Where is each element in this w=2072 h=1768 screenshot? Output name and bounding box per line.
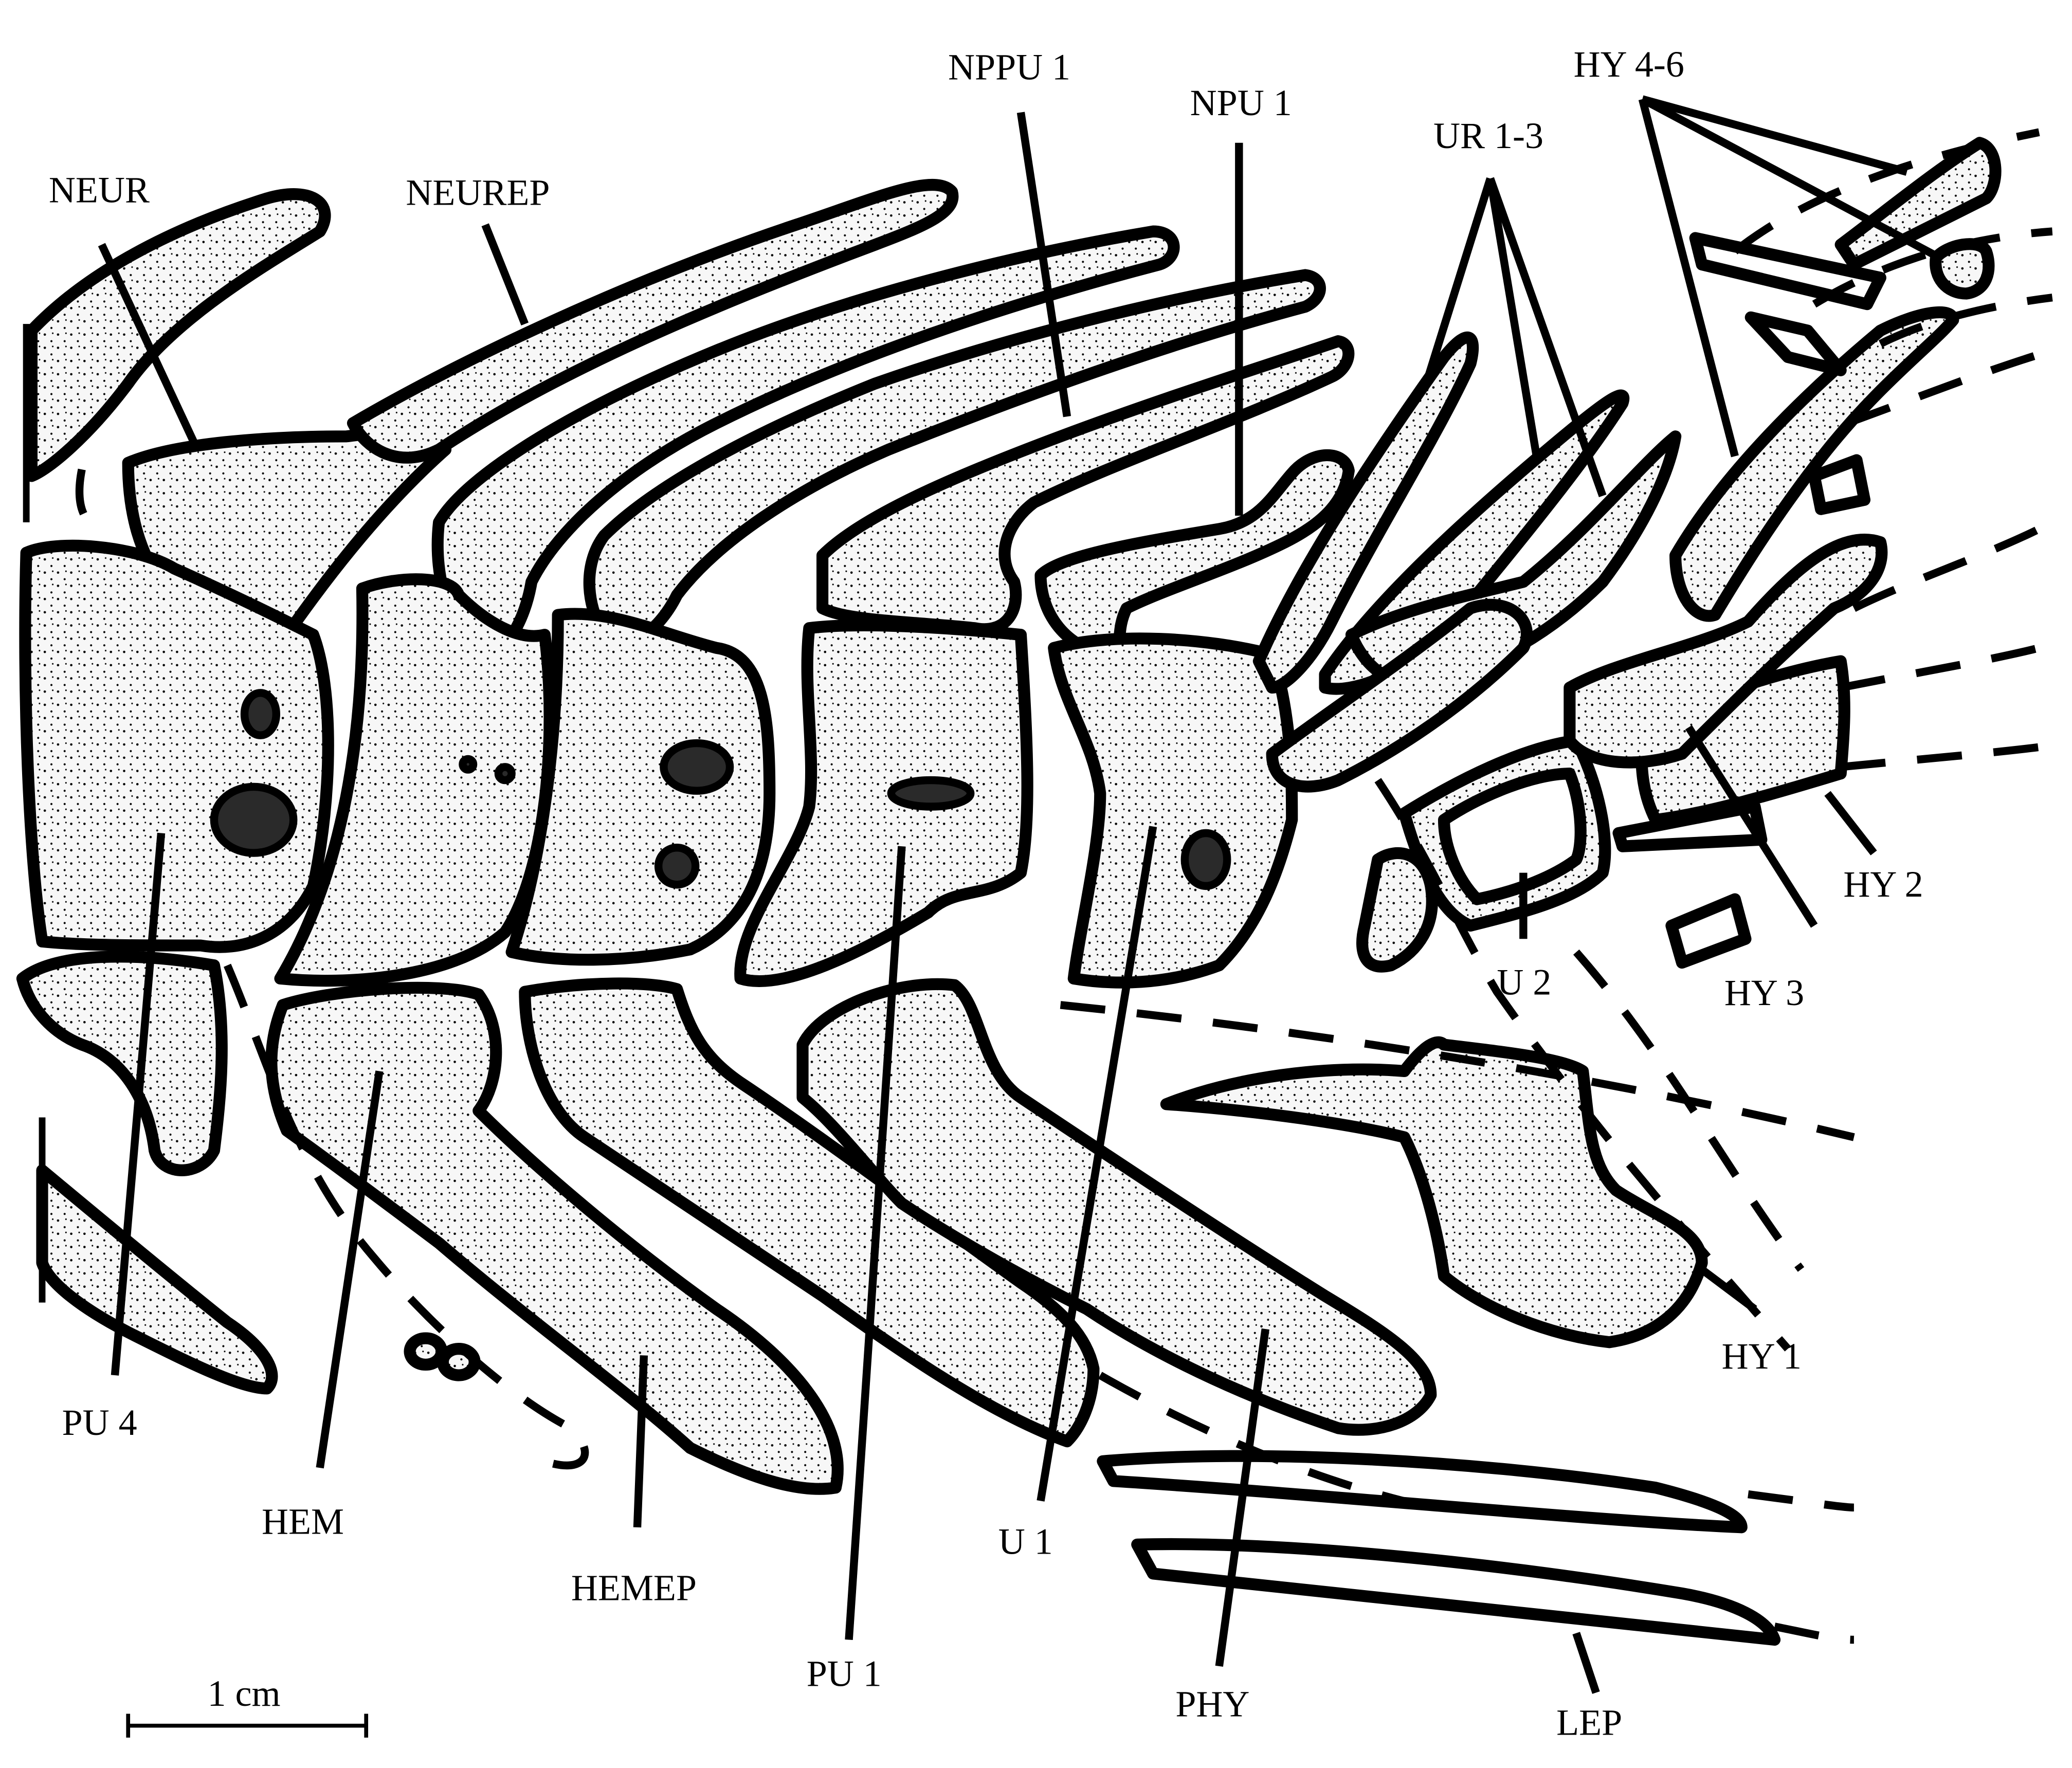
haemal-spine-hemep xyxy=(519,977,1100,1448)
centrum-pu3 xyxy=(274,573,556,987)
label-hy46: HY 4-6 xyxy=(1574,44,1684,85)
label-u1: U 1 xyxy=(998,1521,1053,1562)
ural-u1-extension xyxy=(1266,598,1533,793)
label-pu4: PU 4 xyxy=(62,1402,137,1443)
neural-spine-neurep xyxy=(347,178,959,464)
label-hemep: HEMEP xyxy=(571,1567,697,1608)
foramen xyxy=(1180,829,1231,890)
foramen xyxy=(240,689,281,739)
fragment xyxy=(1665,893,1752,969)
lepidotrichium-lower xyxy=(1131,1538,1781,1646)
hypural-hy6 xyxy=(1930,238,1995,300)
dashed-outlines xyxy=(75,128,2053,1644)
foramen xyxy=(660,739,734,795)
centrum-pu2 xyxy=(505,608,776,966)
label-pu1: PU 1 xyxy=(807,1653,882,1694)
labels: NEUR NEUREP NPPU 1 NPU 1 UR 1-3 HY 4-6 H… xyxy=(49,44,1923,1743)
scale-bar: 1 cm xyxy=(126,1673,369,1738)
label-ur13: UR 1-3 xyxy=(1433,115,1543,156)
uroneural-ur1 xyxy=(1252,332,1479,694)
foramen xyxy=(887,776,975,811)
label-hy3: HY 3 xyxy=(1724,972,1804,1013)
label-nppu1: NPPU 1 xyxy=(948,46,1070,87)
bones xyxy=(16,137,2002,1646)
label-neur: NEUR xyxy=(49,170,150,211)
lepidotrichium-upper xyxy=(1097,1450,1748,1534)
label-hem: HEM xyxy=(262,1501,344,1542)
foramen xyxy=(459,755,478,774)
neural-arch-fragment-left xyxy=(25,188,331,482)
label-u2: U 2 xyxy=(1497,961,1551,1003)
fin-ray-fragment xyxy=(36,1164,278,1395)
scale-bar-label: 1 cm xyxy=(208,1673,281,1714)
label-hy2: HY 2 xyxy=(1843,864,1923,905)
label-lep: LEP xyxy=(1556,1702,1622,1743)
hypural-hy2 xyxy=(1635,655,1850,826)
fragment xyxy=(1689,232,1886,311)
label-neurep: NEUREP xyxy=(406,172,550,213)
centrum-u1 xyxy=(1048,632,1298,989)
parhypural-phy xyxy=(796,978,1437,1436)
fragment xyxy=(1744,311,1847,376)
label-npu1: NPU 1 xyxy=(1190,82,1292,123)
label-phy: PHY xyxy=(1175,1684,1249,1725)
foramen xyxy=(210,782,298,857)
fragment xyxy=(1808,454,1871,515)
foramen xyxy=(654,844,700,889)
centrum-pu1 xyxy=(734,619,1033,988)
foramen xyxy=(494,763,516,785)
fragment xyxy=(404,1332,448,1371)
hypural-hy3 xyxy=(1564,534,1888,769)
haemal-arch-pu4 xyxy=(16,951,228,1176)
hypural-hy5 xyxy=(1834,137,2002,271)
fragment xyxy=(1356,847,1438,973)
leader-lines xyxy=(98,95,1942,1694)
hypural-hy4 xyxy=(1669,306,1959,622)
label-hy1: HY 1 xyxy=(1722,1336,1802,1377)
u2-interior xyxy=(1438,768,1587,905)
